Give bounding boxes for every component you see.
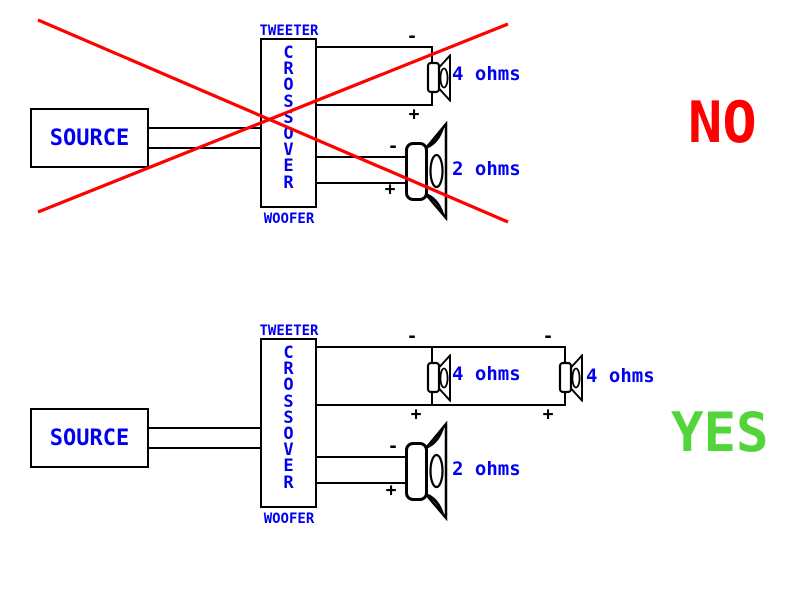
tweeter2-plus-sign: + [542,404,554,425]
wire-source-top [148,127,262,129]
wire-source-bottom [148,147,262,149]
woofer-minus-sign: - [387,136,399,157]
source-box: SOURCE [30,108,149,168]
woofer-plus-sign: + [384,179,396,200]
tweeter2-minus-sign: - [542,326,554,347]
woofer-plus-sign: + [385,480,397,501]
tweeter-impedance-label: 4 ohms [452,63,521,85]
wire-tweeter-plus-rail [316,404,566,406]
tweeter1-plus-sign: + [410,404,422,425]
woofer-port-label: WOOFER [263,511,315,527]
tweeter1-impedance-label: 4 ohms [452,363,521,385]
source-label: SOURCE [49,425,130,451]
wire-tweeter-minus-rail [316,346,566,348]
woofer-speaker-icon [405,421,448,522]
woofer-impedance-label: 2 ohms [452,158,521,180]
tweeter-speaker-icon [426,354,451,402]
verdict-yes: YES [671,401,769,464]
tweeter2-impedance-label: 4 ohms [586,365,655,387]
woofer-minus-sign: - [387,436,399,457]
source-box: SOURCE [30,408,149,468]
tweeter-port-label: TWEETER [259,323,319,339]
verdict-no: NO [688,90,757,156]
wire-woofer-plus [316,482,406,484]
woofer-port-label: WOOFER [263,211,315,227]
tweeter-speaker-icon [426,54,451,102]
wire-woofer-minus [316,456,406,458]
crossover-label: C R O S S O V E R [283,343,294,493]
woofer-speaker-icon [405,121,448,222]
wire-source-top [148,427,262,429]
crossover-box [260,338,317,508]
source-label: SOURCE [49,125,130,151]
tweeter-speaker-icon [558,354,583,402]
woofer-impedance-label: 2 ohms [452,458,521,480]
tweeter-port-label: TWEETER [259,23,319,39]
tweeter-minus-sign: - [406,26,418,47]
tweeter1-minus-sign: - [406,326,418,347]
crossover-label: C R O S S O V E R [283,43,294,193]
wire-source-bottom [148,447,262,449]
